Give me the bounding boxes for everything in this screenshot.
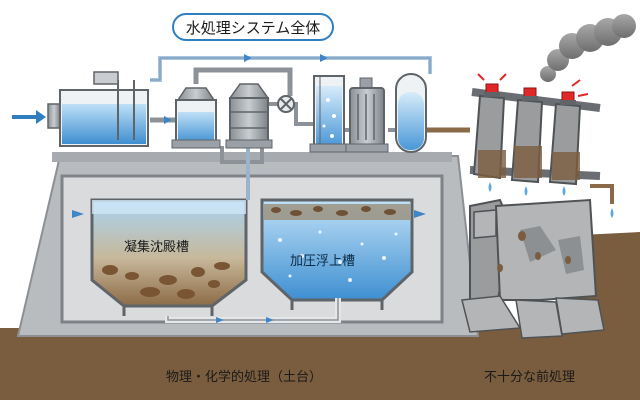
flotation-tank bbox=[260, 198, 414, 310]
reactor-2 bbox=[225, 83, 273, 149]
sedimentation-tank-label: 凝集沈殿槽 bbox=[124, 240, 190, 255]
alarm-light-icon bbox=[477, 73, 589, 105]
diagram-title: 水処理システム全体 bbox=[172, 13, 334, 41]
capsule-tank bbox=[395, 73, 427, 153]
intake-tank bbox=[47, 71, 149, 147]
pretreatment-unit bbox=[469, 88, 614, 306]
valve-icon bbox=[277, 95, 295, 113]
ground bbox=[0, 328, 640, 400]
foundation-top-slab bbox=[52, 152, 452, 162]
flow-arrows bbox=[72, 210, 426, 218]
sedimentation-tank bbox=[90, 198, 248, 316]
smoke-cloud bbox=[540, 14, 636, 82]
reactor-1 bbox=[171, 87, 221, 149]
inlet-arrow bbox=[12, 110, 46, 124]
pretreatment-caption: 不十分な前処理 bbox=[484, 370, 576, 385]
rubble bbox=[461, 209, 605, 339]
foundation-caption: 物理・化学的処理（土台） bbox=[166, 370, 323, 385]
bubble-column bbox=[309, 75, 349, 153]
flotation-tank-label: 加圧浮上槽 bbox=[290, 254, 356, 269]
filter-unit bbox=[345, 77, 389, 153]
